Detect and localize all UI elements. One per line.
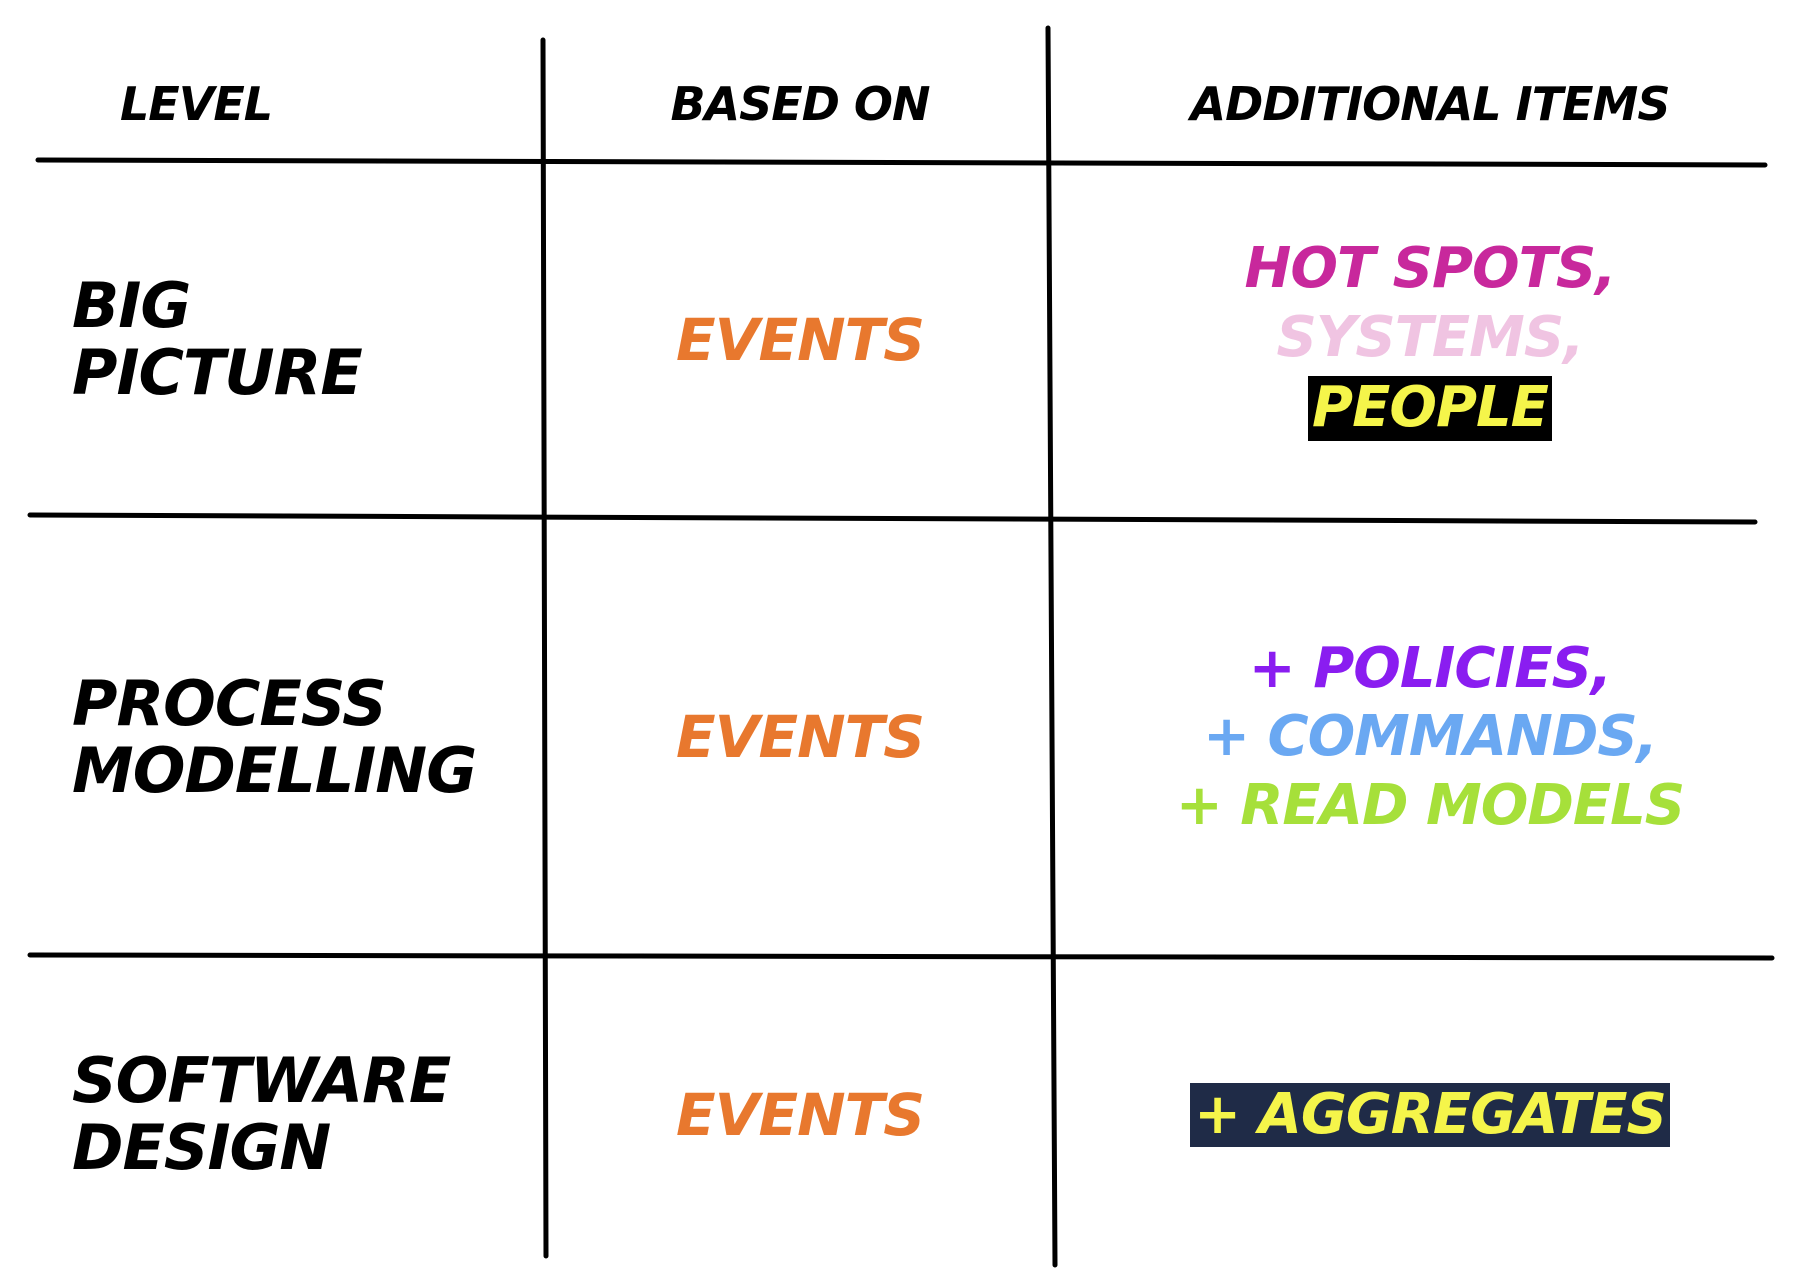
level-label-line1: Software bbox=[72, 1044, 451, 1118]
level-label-line1: PROCESS bbox=[72, 666, 387, 740]
item-people: PEOPLE bbox=[1308, 376, 1552, 441]
item-aggregates: + AGGREGATES bbox=[1190, 1082, 1670, 1148]
level-label-line1: BIG bbox=[72, 269, 191, 343]
grid-line-row2 bbox=[27, 952, 1775, 961]
row-big-picture-based-on: EVENTS bbox=[560, 175, 1040, 505]
item-systems: SYSTEMS, bbox=[1276, 304, 1585, 370]
item-policies: + POLICIES, bbox=[1248, 635, 1612, 701]
grid-line-col2 bbox=[1045, 25, 1058, 1268]
grid-line-col1 bbox=[540, 37, 549, 1259]
row-process-modelling-level: PROCESS MODELLING bbox=[72, 530, 542, 945]
item-commands: + COMMANDS, bbox=[1203, 704, 1658, 770]
level-label-line2: MODELLING bbox=[72, 733, 477, 807]
grid-line-row1 bbox=[27, 512, 1758, 525]
row-software-design-level: Software design bbox=[72, 970, 532, 1260]
level-label-line2: Picture bbox=[72, 336, 363, 409]
level-label-line2: design bbox=[72, 1111, 331, 1184]
header-additional-items: Additional Items bbox=[1190, 77, 1671, 132]
row-software-design-based-on: EVENTS bbox=[560, 970, 1040, 1260]
row-process-modelling-items: + POLICIES, + COMMANDS, + READ MODELS bbox=[1065, 530, 1795, 945]
events-label: EVENTS bbox=[675, 703, 925, 772]
events-label: EVENTS bbox=[675, 305, 925, 374]
row-big-picture-level: BIG Picture bbox=[72, 175, 532, 505]
header-additional-items-cell: Additional Items bbox=[1065, 60, 1795, 150]
header-based-on: Based On bbox=[670, 77, 930, 132]
row-process-modelling-based-on: EVENTS bbox=[560, 530, 1040, 945]
header-level-cell: Level bbox=[120, 60, 520, 150]
item-hot-spots: HOT SPOTS, bbox=[1244, 236, 1617, 302]
item-read-models: + READ MODELS bbox=[1175, 772, 1685, 838]
header-based-on-cell: Based On bbox=[560, 60, 1040, 150]
events-label: EVENTS bbox=[675, 1080, 925, 1149]
row-software-design-items: + AGGREGATES bbox=[1065, 970, 1795, 1260]
header-level: Level bbox=[120, 77, 273, 132]
grid-line-header bbox=[35, 157, 1768, 168]
row-big-picture-items: HOT SPOTS, SYSTEMS, PEOPLE bbox=[1065, 175, 1795, 505]
